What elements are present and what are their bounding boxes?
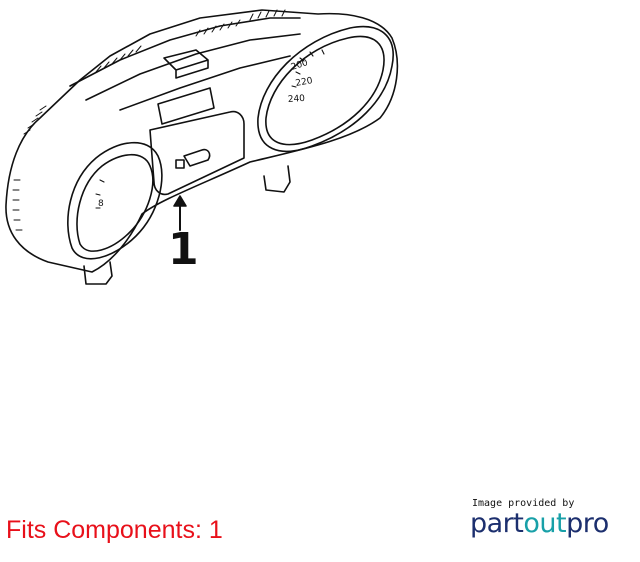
mount-tab-left xyxy=(83,261,113,285)
left-gauge-face xyxy=(76,153,154,252)
fits-components-caption: Fits Components: 1 xyxy=(6,516,223,544)
upper-display-window xyxy=(157,87,215,125)
gauge-label-200: 200 xyxy=(290,58,310,73)
callout-arrow-head xyxy=(173,195,187,207)
left-gauge-bezel xyxy=(67,141,163,260)
callout-number: 1 xyxy=(168,224,199,275)
hood-inner xyxy=(85,33,301,101)
reset-square xyxy=(175,159,185,169)
gauge-label-8: 8 xyxy=(98,199,104,209)
brand-logo-block: Image provided by partoutpro xyxy=(470,498,630,546)
right-gauge-face xyxy=(265,35,385,146)
cluster-housing xyxy=(5,9,399,273)
instrument-cluster-diagram: 200 220 240 8 xyxy=(5,9,399,285)
brand-tagline: Image provided by xyxy=(472,498,575,509)
center-display-panel xyxy=(149,110,245,196)
gauge-label-220: 220 xyxy=(295,76,314,89)
right-gauge-bezel xyxy=(257,25,394,153)
rib-texture xyxy=(12,9,286,231)
hood-step xyxy=(119,55,291,111)
gauge-label-240: 240 xyxy=(288,94,306,105)
gauge-ticks xyxy=(95,49,325,209)
partoutpro-logo: partoutpro xyxy=(470,508,609,539)
logo-out: out xyxy=(523,508,567,539)
mount-tab-right xyxy=(263,165,291,193)
logo-pro: pro xyxy=(566,508,609,539)
reset-knob xyxy=(183,148,211,167)
trip-button-block xyxy=(163,49,209,79)
logo-part: part xyxy=(470,508,524,539)
